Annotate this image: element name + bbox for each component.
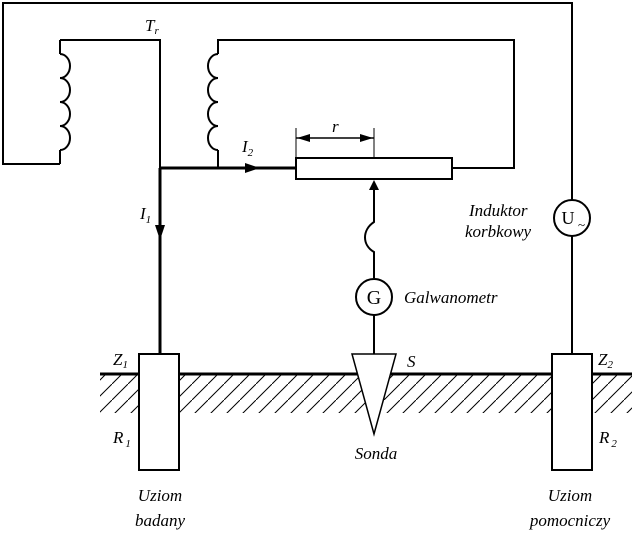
s-label: S: [407, 352, 416, 371]
supply-loop-wire: [2, 2, 573, 200]
electrode-tested-label-line2: badany: [135, 511, 186, 530]
probe-label: Sonda: [355, 444, 398, 463]
electrode-auxiliary: [551, 353, 593, 471]
z2-label: Z2: [598, 350, 613, 371]
secondary-winding-loop-wire: [217, 39, 515, 169]
electrode-aux-label-line1: Uziom: [548, 486, 592, 505]
inductor-tilde-mark: ~: [578, 217, 585, 232]
probe-sonda: [351, 353, 397, 437]
transformer-label: Tr: [145, 16, 159, 37]
i2-label: I2: [241, 137, 254, 159]
galvanometer-label: Galwanometr: [404, 288, 498, 307]
galvanometer-letter: G: [367, 287, 381, 309]
inductor-circle: [553, 199, 591, 237]
r-dimension-arrow-left: [297, 134, 310, 142]
electrode-tested-label-line1: Uziom: [138, 486, 182, 505]
secondary-winding-coil: [207, 53, 219, 151]
electrode-tested: [138, 353, 180, 471]
electrode-aux-label-line2: pomocniczy: [529, 511, 611, 530]
r-label: r: [332, 117, 339, 136]
galvanometer-lead-wire: [364, 190, 375, 278]
transformer-primary-coil: [59, 53, 71, 151]
i1-label: I1: [139, 204, 151, 226]
z1-label: Z1: [113, 350, 128, 371]
r-dimension-arrow-right: [360, 134, 373, 142]
slide-resistor: [295, 157, 453, 180]
inductor-label-line2: korbkowy: [465, 222, 532, 241]
transformer-top-wire: [60, 39, 161, 168]
slider-contact-arrow: [369, 180, 379, 190]
inductor-letter: U: [562, 208, 575, 228]
i2-current-arrow: [245, 163, 260, 173]
i1-current-arrow: [155, 225, 165, 240]
inductor-label-line1: Induktor: [468, 201, 528, 220]
